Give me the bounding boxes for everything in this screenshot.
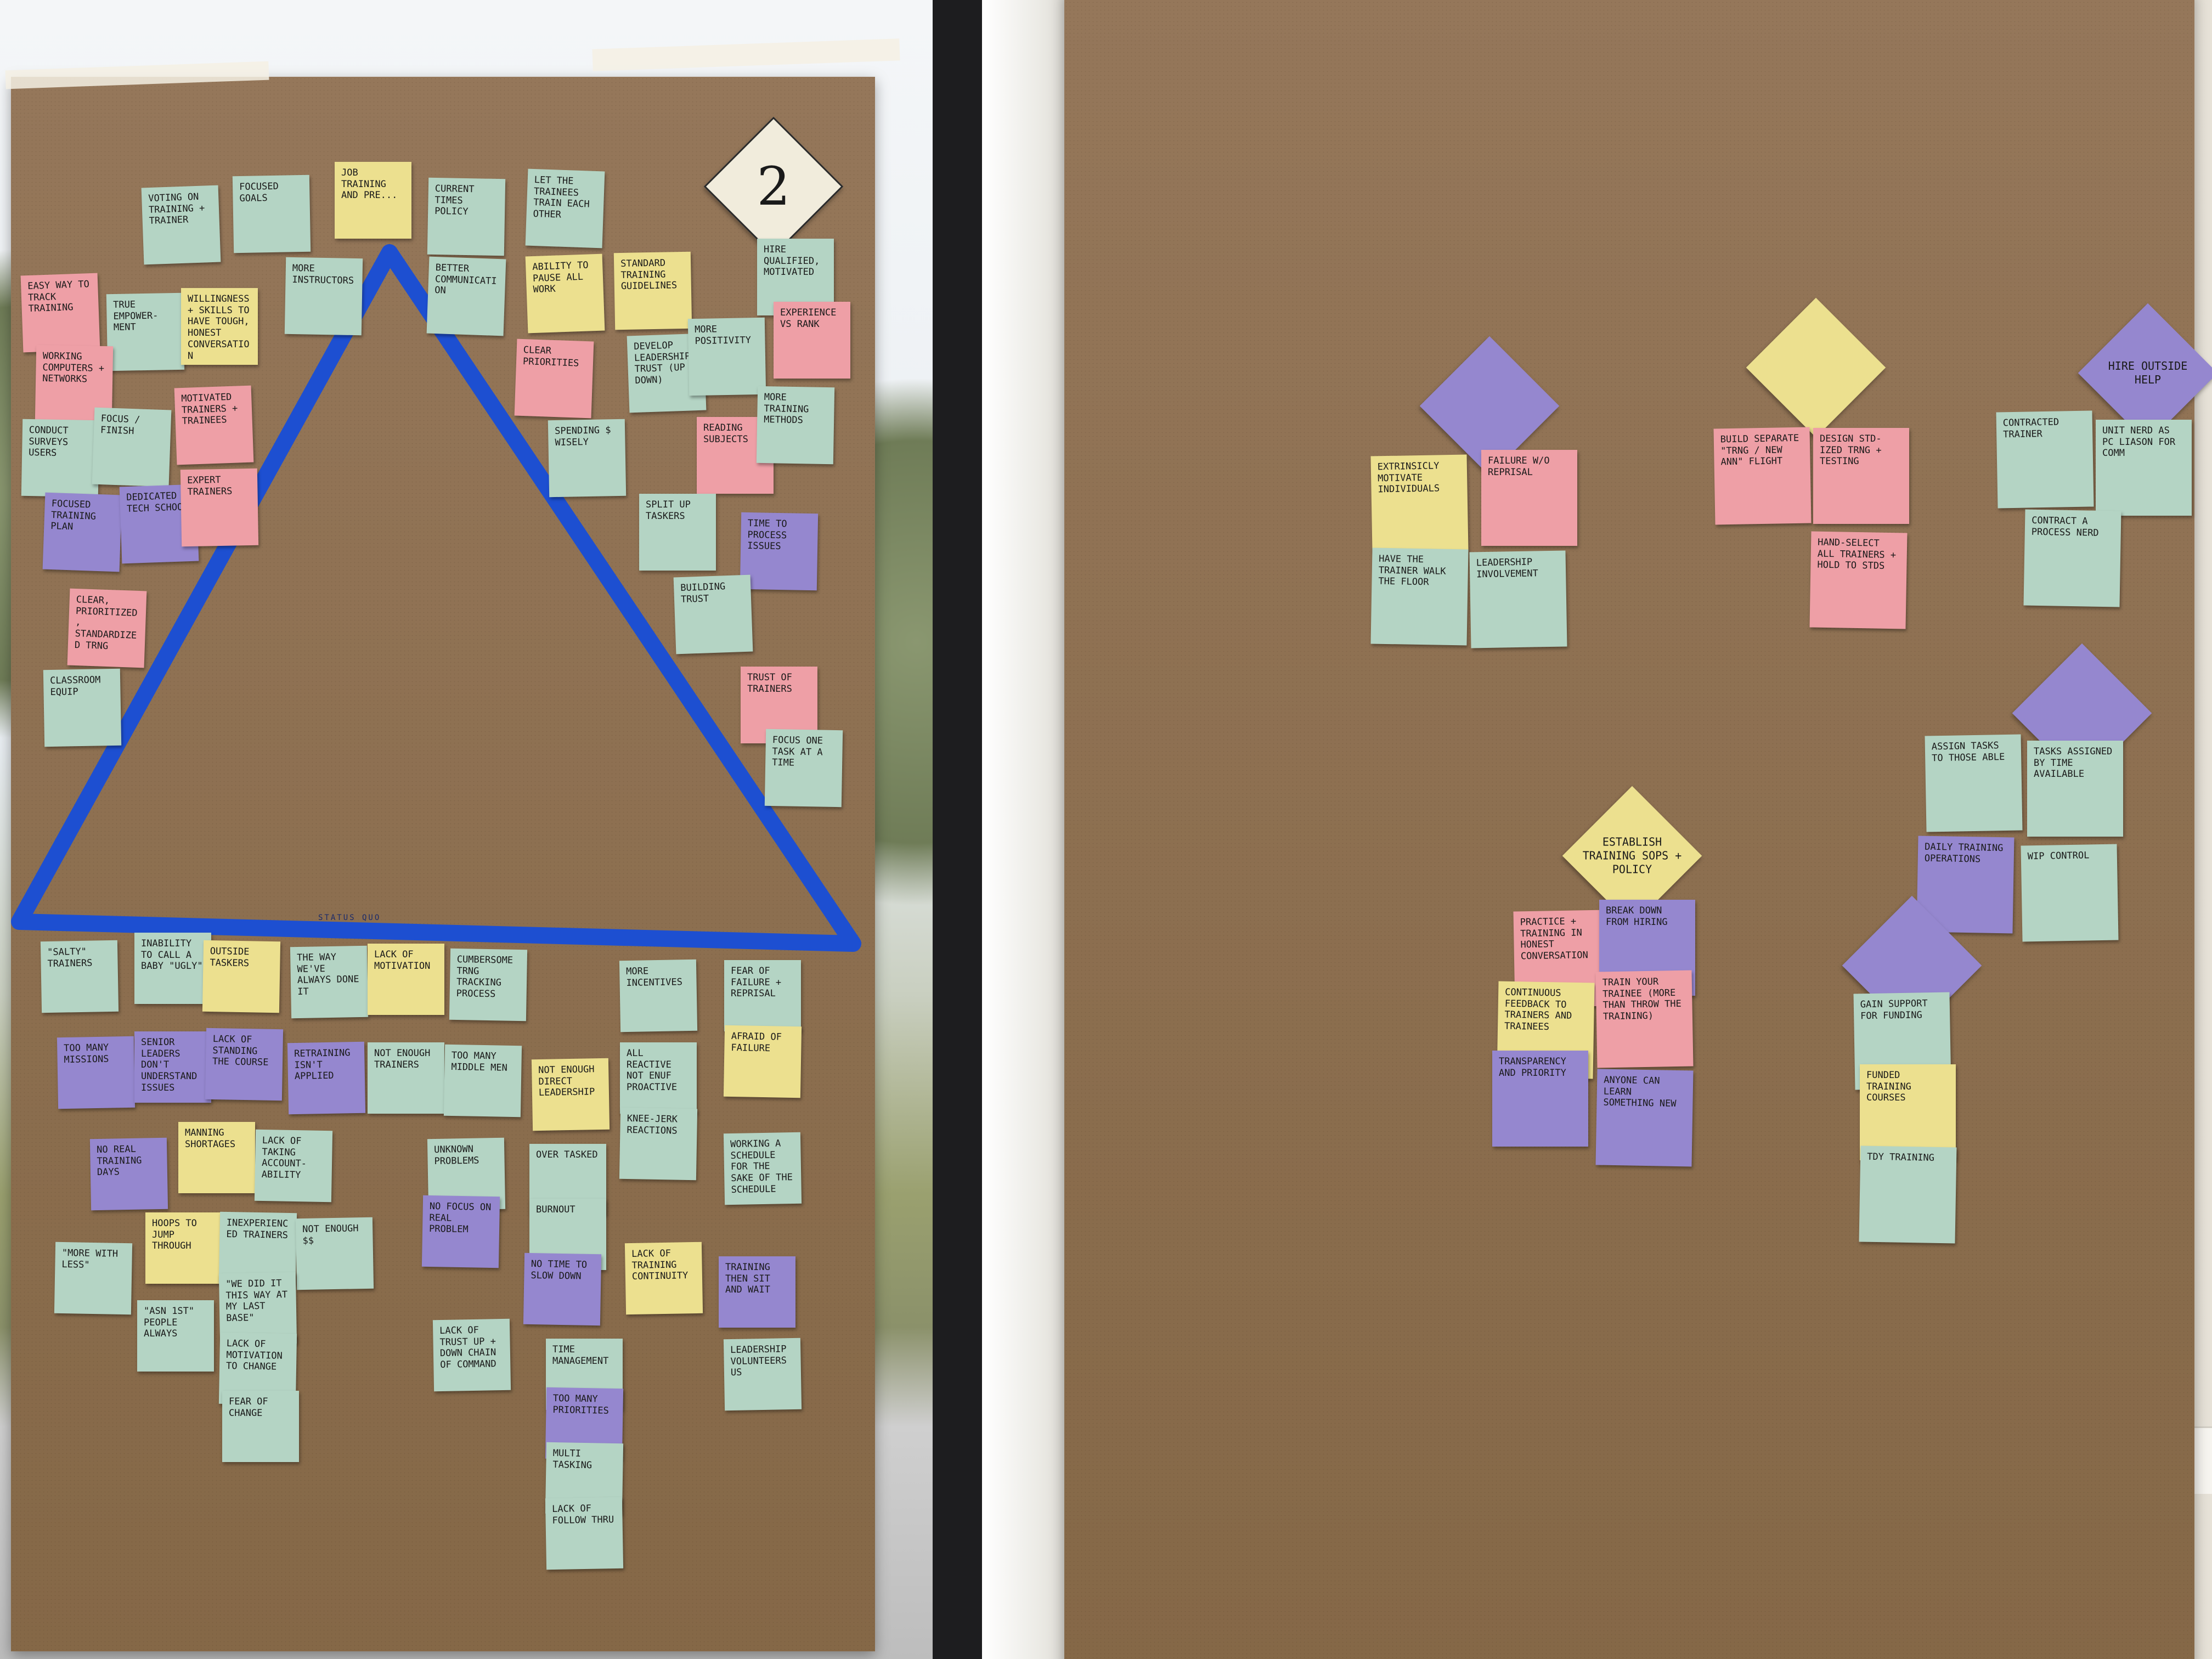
sticky-note: Hand-select all trainers + hold to stds: [1809, 531, 1908, 629]
sticky-note: Training then sit and wait: [719, 1256, 795, 1328]
sticky-note: Senior leaders don't understand issues: [134, 1031, 211, 1103]
sticky-note: The way we've always done it: [290, 945, 369, 1019]
sticky-note: Willingness + skills to have tough, hone…: [181, 288, 258, 365]
sticky-note: All reactive not enuf proactive: [620, 1042, 697, 1114]
sticky-note: More training methods: [756, 386, 835, 465]
sticky-note: Focus / finish: [92, 407, 172, 487]
sticky-note: "ASN 1st" people always: [137, 1300, 214, 1372]
sticky-note: Leadership volunteers us: [723, 1338, 802, 1411]
sticky-note: Ability to pause all work: [525, 253, 605, 334]
sticky-note: Lack of taking account-ability: [254, 1129, 333, 1203]
sticky-note: Standard training guidelines: [613, 251, 692, 330]
sticky-note: Easy way to track training: [20, 273, 100, 353]
sticky-note: Job training and pre...: [335, 162, 411, 239]
sticky-note: Clear priorities: [514, 338, 594, 419]
diamond-header-label: Hire outside help: [2108, 359, 2188, 386]
sticky-note: Current times policy: [427, 177, 506, 256]
sticky-note: Extrinsicly motivate individuals: [1370, 454, 1469, 552]
sticky-note: Failure w/o reprisal: [1481, 450, 1577, 546]
sticky-note: Manning shortages: [178, 1122, 255, 1193]
sticky-note: Split up taskers: [639, 494, 716, 571]
sticky-note: "More with less": [54, 1242, 133, 1315]
sticky-note: "Salty" trainers: [40, 940, 119, 1013]
sticky-note: Cumbersome trng tracking process: [449, 948, 528, 1022]
sticky-note: No focus on real problem: [421, 1195, 500, 1268]
sticky-note: Too many middle men: [443, 1044, 522, 1118]
sticky-note: Not enough direct leadership: [531, 1058, 610, 1131]
sticky-note: More positivity: [687, 317, 766, 396]
sticky-note: Lack of trust up + down chain of command: [432, 1318, 511, 1392]
sticky-note: Time to process issues: [740, 512, 819, 591]
window-mullion: [933, 0, 982, 1659]
sticky-note: Better communication: [426, 256, 506, 336]
status-quo-label: status quo: [318, 913, 381, 922]
number-marker-label: 2: [757, 156, 791, 217]
sticky-note: Knee-jerk reactions: [619, 1107, 698, 1181]
sticky-note: Train your trainee (more than throw the …: [1595, 970, 1694, 1068]
sticky-note: No time to slow down: [523, 1252, 602, 1326]
sticky-note: Experience vs rank: [774, 302, 850, 379]
sticky-note: More incentives: [619, 959, 698, 1032]
sticky-note: Lack of training continuity: [624, 1242, 703, 1315]
sticky-note: Funded training courses: [1860, 1064, 1956, 1160]
sticky-note: Build separate "trng / new ann" flight: [1713, 427, 1812, 525]
sticky-note: Lack of motivation: [368, 944, 444, 1015]
window-frame: [982, 0, 1075, 1659]
sticky-note: Anyone can learn something new: [1595, 1069, 1694, 1167]
sticky-note: Too many missions: [57, 1036, 136, 1109]
right-paper-board: Extrinsicly motivate individualsFailure …: [1064, 0, 2212, 1659]
sticky-note: Voting on training + trainer: [141, 185, 221, 265]
sticky-note: Conduct surveys users: [21, 419, 100, 498]
sticky-note: Outside taskers: [202, 940, 281, 1013]
sticky-note: Contract a process nerd: [2023, 509, 2121, 607]
sticky-note: More instructors: [284, 257, 363, 336]
sticky-note: True empower-ment: [106, 292, 185, 371]
diamond-header-label: Establish training SOPs + policy: [1582, 835, 1682, 876]
sticky-note: Clear, prioritized, standardized trng: [67, 588, 147, 668]
sticky-note: Not enough $$: [295, 1217, 374, 1290]
sticky-note: Assign tasks to those able: [1925, 734, 2023, 832]
sticky-note: Classroom equip: [43, 668, 122, 747]
sticky-note: Tasks assigned by time available: [2027, 741, 2123, 837]
diamond-header-note: [1746, 297, 1886, 438]
sticky-note: Focus one task at a time: [764, 729, 843, 808]
left-paper-board: status quo 2 Voting on training + traine…: [5, 38, 900, 1651]
sticky-note: Contracted trainer: [1996, 410, 2094, 509]
sticky-note: Lack of standing the course: [205, 1028, 284, 1101]
sticky-note: Motivated trainers + trainees: [174, 385, 254, 465]
sticky-note: Spending $ wisely: [548, 419, 627, 498]
sticky-note: TDY training: [1859, 1146, 1957, 1244]
sticky-note: Let the trainees train each other: [525, 168, 605, 249]
sticky-note: Focused training plan: [42, 492, 122, 572]
sticky-note: Have the trainer walk the floor: [1370, 548, 1469, 646]
sticky-note: WIP control: [2021, 844, 2119, 942]
sticky-note: Transparency and priority: [1492, 1051, 1588, 1147]
sticky-note: No real training days: [89, 1137, 168, 1211]
sticky-note: Building trust: [673, 574, 753, 654]
sticky-note: Lack of follow thru: [545, 1497, 624, 1570]
sticky-note: Afraid of failure: [723, 1025, 802, 1098]
sticky-note: Design std-ized trng + testing: [1813, 428, 1909, 524]
sticky-note: Hoops to jump through: [145, 1212, 222, 1284]
sticky-note: Expert trainers: [180, 468, 259, 547]
sticky-note: Retraining isn't applied: [287, 1041, 366, 1115]
sticky-note: Fear of change: [222, 1391, 299, 1462]
sticky-note: Fear of failure + reprisal: [724, 960, 801, 1031]
sticky-note: Focused goals: [232, 174, 311, 253]
blue-tape-triangle: [11, 244, 861, 952]
sticky-note: Working a schedule for the sake of the s…: [723, 1132, 802, 1205]
sticky-note: Not enough trainers: [368, 1042, 444, 1114]
sticky-note: Unit nerd as PC liason for comm: [2096, 420, 2192, 516]
sticky-note: Leadership involvement: [1469, 550, 1567, 648]
sticky-note: Inability to call a baby "ugly": [134, 933, 211, 1004]
